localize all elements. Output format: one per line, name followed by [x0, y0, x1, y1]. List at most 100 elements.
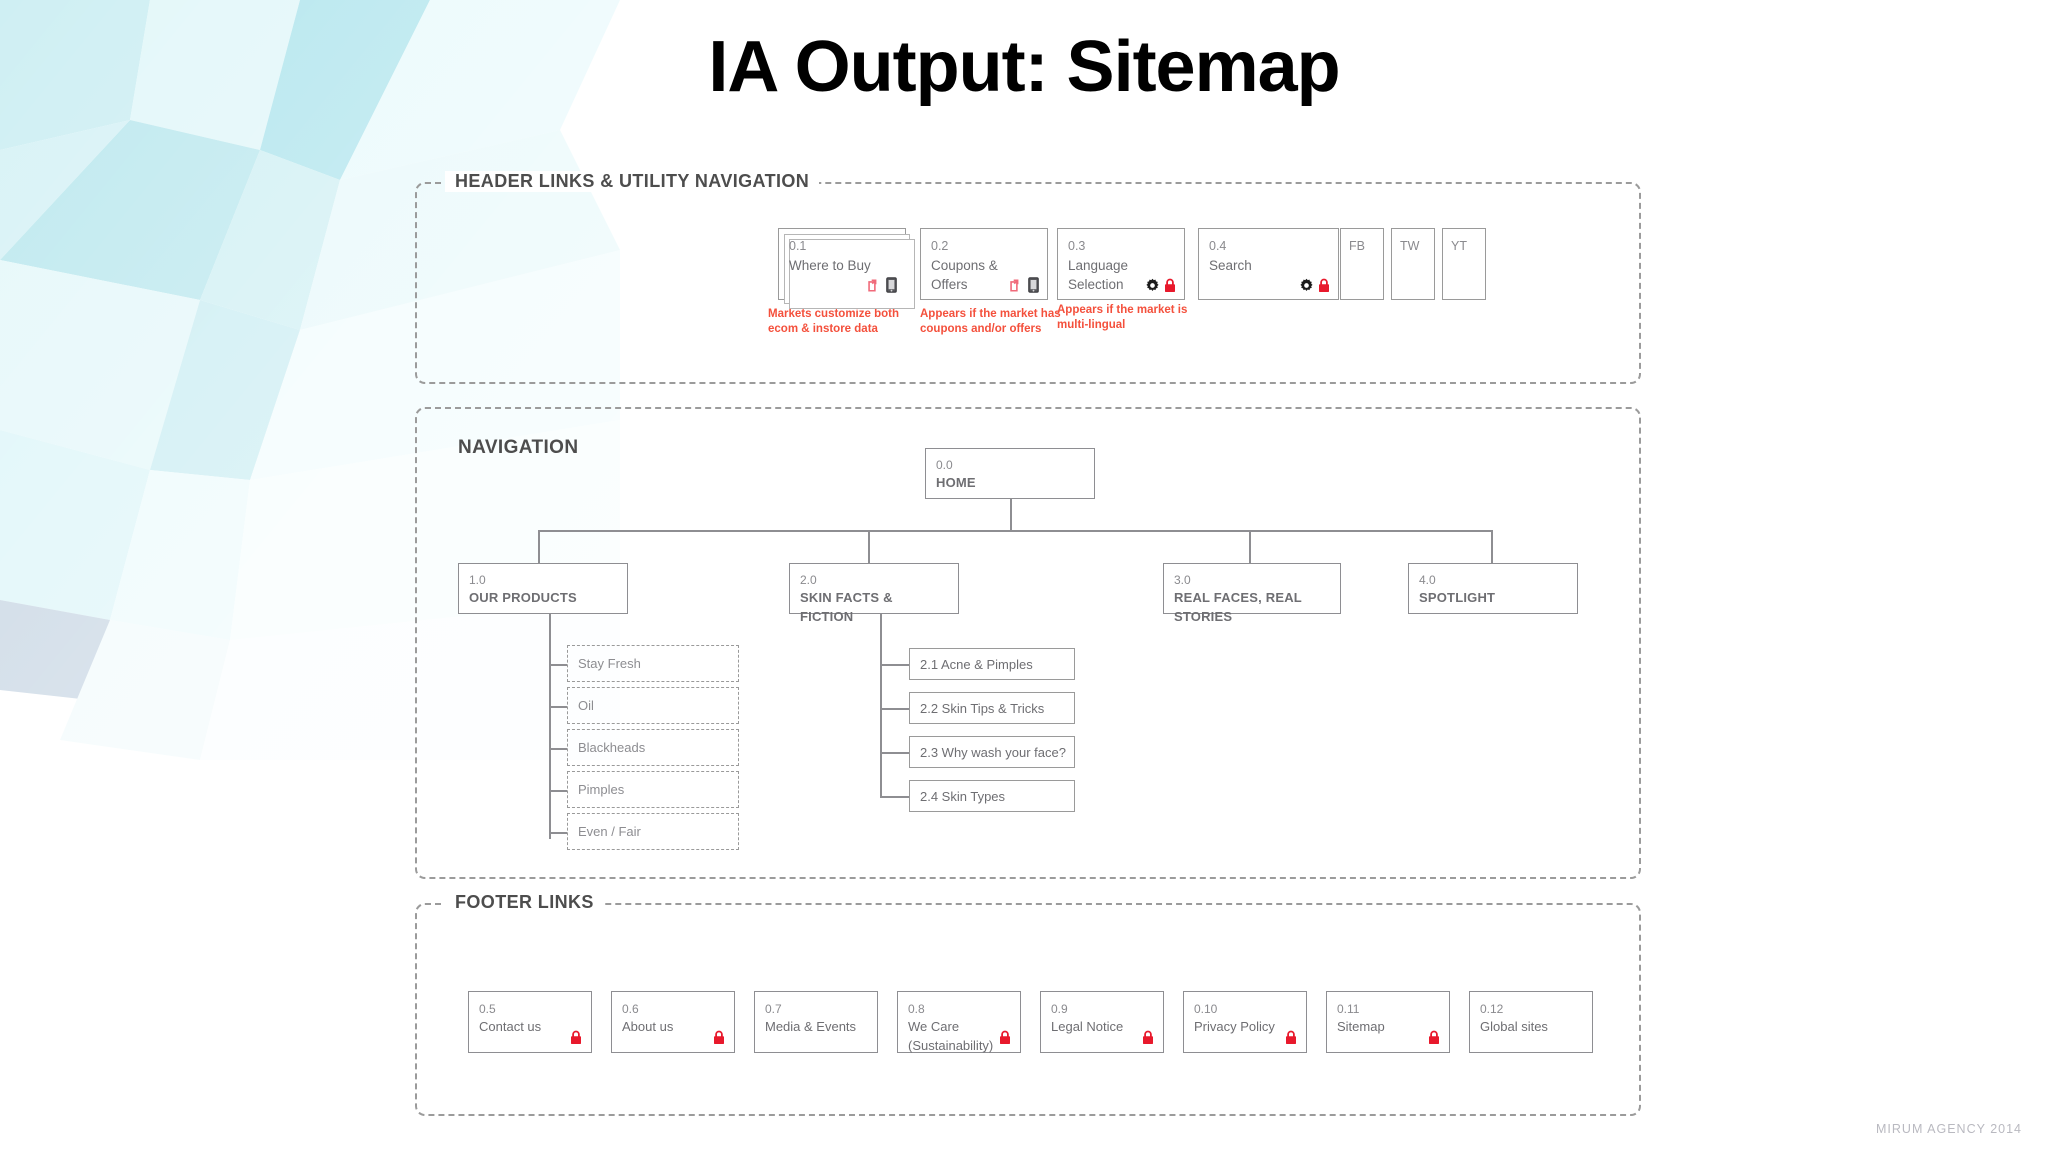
- leaf-stay-fresh[interactable]: Stay Fresh: [567, 645, 739, 682]
- node-number: 0.7: [765, 1002, 782, 1016]
- lock-icon: [1000, 1030, 1010, 1044]
- connector-drop-real-faces: [1249, 530, 1251, 563]
- connector-stay-fresh: [549, 664, 567, 666]
- node-social-facebook[interactable]: FB: [1340, 228, 1384, 300]
- connector-pimples: [549, 790, 567, 792]
- annotation-coupons-offers: Appears if the market has coupons and/or…: [920, 308, 1061, 336]
- social-label: TW: [1400, 239, 1420, 253]
- node-number: 0.3: [1068, 239, 1086, 253]
- node-about-us[interactable]: 0.6 About us: [611, 991, 735, 1053]
- leaf-label: Pimples: [578, 782, 625, 797]
- node-our-products[interactable]: 1.0 OUR PRODUCTS: [458, 563, 628, 614]
- node-number: 0.9: [1051, 1002, 1068, 1016]
- node-number: 0.1: [789, 239, 807, 253]
- node-number: 0.11: [1337, 1002, 1360, 1016]
- node-icon-group: [1299, 278, 1330, 293]
- node-real-faces-real-stories[interactable]: 3.0 REAL FACES, REAL STORIES: [1163, 563, 1341, 624]
- leaf-skin-tips-and-tricks[interactable]: 2.2 Skin Tips & Tricks: [909, 692, 1075, 724]
- connector-why-wash-your-face: [880, 752, 909, 754]
- leaf-label: 2.1 Acne & Pimples: [920, 656, 1033, 672]
- connector-drop-skin-facts: [868, 530, 870, 563]
- node-home[interactable]: 0.0 HOME: [925, 448, 1095, 499]
- node-sitemap[interactable]: 0.11 Sitemap: [1326, 991, 1450, 1053]
- node-icon-group: [1009, 277, 1039, 293]
- gear-icon: [1146, 278, 1159, 291]
- node-number: 3.0: [1174, 573, 1191, 587]
- node-label: OUR PRODUCTS: [469, 590, 577, 606]
- external-link-icon: [868, 279, 877, 292]
- lock-icon: [571, 1030, 581, 1044]
- section-navigation-label: NAVIGATION: [458, 437, 579, 458]
- connector-our-products-spine: [549, 614, 551, 839]
- annotation-where-to-buy: Markets customize both ecom & instore da…: [768, 308, 899, 336]
- gear-icon: [1300, 278, 1313, 291]
- node-label: Search: [1209, 257, 1252, 273]
- node-label: Privacy Policy: [1194, 1019, 1275, 1035]
- lock-icon: [1286, 1030, 1296, 1044]
- node-search[interactable]: 0.4 Search: [1198, 228, 1339, 300]
- node-number: 0.6: [622, 1002, 639, 1016]
- leaf-pimples[interactable]: Pimples: [567, 771, 739, 808]
- connector-drop-spotlight: [1491, 530, 1493, 563]
- connector-home-trunk: [1010, 499, 1012, 531]
- node-label: Media & Events: [765, 1019, 857, 1035]
- connector-drop-our-products: [538, 530, 540, 563]
- node-skin-facts-fiction[interactable]: 2.0 SKIN FACTS & FICTION: [789, 563, 959, 624]
- node-label: Coupons & Offers: [931, 257, 998, 292]
- lock-icon: [1429, 1030, 1439, 1044]
- lock-icon: [1143, 1030, 1153, 1044]
- node-number: 2.0: [800, 573, 817, 587]
- node-number: 0.2: [931, 239, 949, 253]
- node-language-selection[interactable]: 0.3 Language Selection: [1057, 228, 1185, 300]
- node-number: 1.0: [469, 573, 486, 587]
- leaf-blackheads[interactable]: Blackheads: [567, 729, 739, 766]
- node-number: 4.0: [1419, 573, 1436, 587]
- node-we-care-sustainability[interactable]: 0.8 We Care (Sustainability): [897, 991, 1021, 1053]
- node-label: SPOTLIGHT: [1419, 590, 1496, 606]
- social-label: FB: [1349, 239, 1365, 253]
- leaf-label: 2.3 Why wash your face?: [920, 744, 1066, 760]
- node-label: SKIN FACTS & FICTION: [800, 590, 893, 625]
- page-title: IA Output: Sitemap: [708, 27, 1340, 107]
- node-label: Sitemap: [1337, 1019, 1385, 1035]
- leaf-skin-types[interactable]: 2.4 Skin Types: [909, 780, 1075, 812]
- agency-credit: MIRUM AGENCY 2014: [1876, 1122, 2022, 1136]
- node-global-sites[interactable]: 0.12 Global sites: [1469, 991, 1593, 1053]
- node-label: We Care (Sustainability): [908, 1019, 994, 1054]
- section-footer-links-label: FOOTER LINKS: [445, 892, 604, 913]
- node-icon-group: [1145, 278, 1176, 293]
- node-label: Global sites: [1480, 1019, 1548, 1035]
- lock-icon: [1319, 278, 1329, 292]
- node-where-to-buy[interactable]: 0.1 Where to Buy: [778, 228, 915, 309]
- connector-level1-bus: [538, 530, 1491, 532]
- leaf-acne-and-pimples[interactable]: 2.1 Acne & Pimples: [909, 648, 1075, 680]
- leaf-label: 2.2 Skin Tips & Tricks: [920, 700, 1045, 716]
- node-label: Legal Notice: [1051, 1019, 1124, 1035]
- node-privacy-policy[interactable]: 0.10 Privacy Policy: [1183, 991, 1307, 1053]
- section-header-links: HEADER LINKS & UTILITY NAVIGATION: [415, 171, 1641, 384]
- leaf-label: Even / Fair: [578, 824, 641, 839]
- connector-blackheads: [549, 748, 567, 750]
- node-social-twitter[interactable]: TW: [1391, 228, 1435, 300]
- node-social-youtube[interactable]: YT: [1442, 228, 1486, 300]
- connector-even-fair: [549, 832, 567, 834]
- node-media-and-events[interactable]: 0.7 Media & Events: [754, 991, 878, 1053]
- leaf-even-fair[interactable]: Even / Fair: [567, 813, 739, 850]
- lock-icon: [714, 1030, 724, 1044]
- section-navigation: [415, 407, 1641, 879]
- leaf-oil[interactable]: Oil: [567, 687, 739, 724]
- leaf-why-wash-your-face[interactable]: 2.3 Why wash your face?: [909, 736, 1075, 768]
- node-spotlight[interactable]: 4.0 SPOTLIGHT: [1408, 563, 1578, 614]
- node-label: REAL FACES, REAL STORIES: [1174, 590, 1302, 625]
- connector-acne-pimples: [880, 664, 909, 666]
- connector-skin-facts-spine: [880, 614, 882, 797]
- node-label: Language Selection: [1068, 257, 1129, 292]
- node-contact-us[interactable]: 0.5 Contact us: [468, 991, 592, 1053]
- connector-skin-tips-tricks: [880, 708, 909, 710]
- connector-skin-types: [880, 796, 909, 798]
- node-coupons-offers[interactable]: 0.2 Coupons & Offers: [920, 228, 1048, 300]
- node-legal-notice[interactable]: 0.9 Legal Notice: [1040, 991, 1164, 1053]
- node-label: Where to Buy: [789, 257, 871, 273]
- node-label: HOME: [936, 475, 976, 491]
